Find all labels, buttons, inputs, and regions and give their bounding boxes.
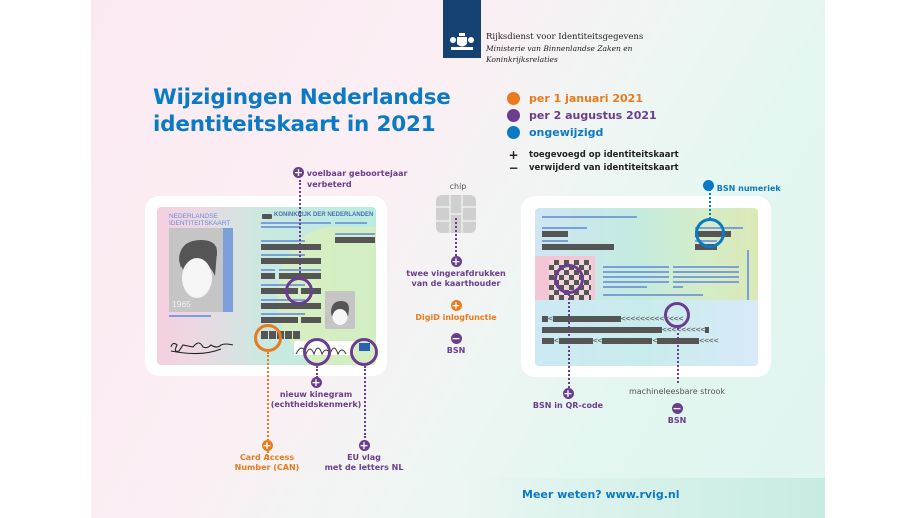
eu-flag-ring — [350, 338, 378, 366]
minus-icon: − — [508, 160, 519, 175]
callout-chip-bsn: − BSN — [446, 332, 466, 355]
blue-dot-icon — [507, 126, 520, 139]
chip-label: chip — [449, 182, 467, 191]
bsn-numeric-ring — [695, 218, 725, 248]
kingdom-icon — [262, 214, 272, 219]
more-info-link[interactable]: Meer weten? www.rvig.nl — [522, 488, 680, 501]
title-line2: identiteitskaart in 2021 — [153, 112, 436, 137]
page-title: Wijzigingen Nederlandse identiteitskaart… — [153, 84, 451, 138]
callout-can: + Card Access Number (CAN) — [234, 439, 300, 472]
plus-icon: + — [508, 147, 519, 162]
legend-added: + toegevoegd op identiteitskaart — [508, 147, 679, 162]
callout-fingerprints: + twee vingerafdrukken van de kaarthoude… — [406, 255, 506, 288]
callout-bsn-qr: + BSN in QR-code — [532, 387, 604, 410]
logo-text: Rijksdienst voor Identiteitsgegevens Min… — [486, 32, 643, 65]
callout-kinegram: + nieuw kinegram (echtheidskenmerk) — [270, 376, 362, 409]
ghost-photo — [325, 291, 355, 329]
plus-icon: + — [450, 299, 462, 312]
card-title-line2: IDENTITEITSKAART — [169, 220, 231, 227]
person-small-icon — [331, 301, 349, 325]
mrz-ring — [664, 302, 690, 328]
org-name: Rijksdienst voor Identiteitsgegevens — [486, 32, 644, 42]
infographic: Rijksdienst voor Identiteitsgegevens Min… — [91, 0, 825, 518]
callout-mrz: machineleesbare strook — [628, 387, 725, 396]
front-card: NEDERLANDSE IDENTITEITSKAART 1965 KONINK… — [157, 207, 376, 365]
can-ring — [254, 324, 282, 352]
card-title-line1: NEDERLANDSE — [169, 213, 218, 220]
plus-icon: + — [450, 255, 462, 268]
legend-item-unchanged: ongewijzigd — [507, 124, 679, 141]
callout-bsn-numeric: BSN numeriek — [703, 180, 781, 195]
legend-removed: − verwijderd van identiteitskaart — [508, 160, 679, 175]
minus-icon: − — [450, 332, 462, 345]
purple-dot-icon — [507, 109, 520, 122]
legend-item-aug: per 2 augustus 2021 — [507, 107, 679, 124]
title-line1: Wijzigingen Nederlandse — [153, 85, 451, 110]
plus-icon: + — [261, 439, 273, 452]
ministry-line1: Ministerie van Binnenlandse Zaken en — [486, 44, 633, 53]
qr-ring — [554, 264, 584, 294]
logo-bar — [443, 0, 481, 58]
ministry-line2: Koninkrijksrelaties — [486, 55, 558, 64]
legend-item-jan: per 1 januari 2021 — [507, 90, 679, 107]
signature-icon — [170, 342, 234, 355]
callout-birth-year: + voelbaar geboortejaar verbeterd — [293, 166, 408, 189]
plus-icon: + — [358, 439, 370, 452]
portrait-photo: 1965 — [169, 228, 233, 312]
birth-year: 1965 — [172, 299, 191, 309]
person-silhouette-icon — [179, 240, 217, 298]
kingdom-label: KONINKRIJK DER NEDERLANDEN — [274, 212, 374, 218]
legend: per 1 januari 2021 per 2 augustus 2021 o… — [507, 90, 679, 175]
mrz-strip: <<<<<<<<<<<<<< <<<<<<<<< <<<<<<<< — [542, 313, 752, 346]
blue-dot-icon — [703, 180, 714, 191]
bottom-band — [91, 478, 825, 518]
plus-icon: + — [293, 166, 304, 179]
orange-dot-icon — [507, 92, 520, 105]
callout-eu-flag: + EU vlag met de letters NL — [324, 439, 404, 472]
callout-mrz-bsn: − BSN — [667, 402, 687, 425]
plus-icon: + — [562, 387, 574, 400]
dutch-coat-of-arms-icon — [450, 33, 474, 50]
plus-icon: + — [310, 376, 322, 389]
birth-year-ring — [285, 277, 313, 305]
minus-icon: − — [671, 402, 683, 415]
callout-digid: + DigiD inlogfunctie — [415, 299, 497, 322]
kinegram-ring — [303, 338, 331, 366]
